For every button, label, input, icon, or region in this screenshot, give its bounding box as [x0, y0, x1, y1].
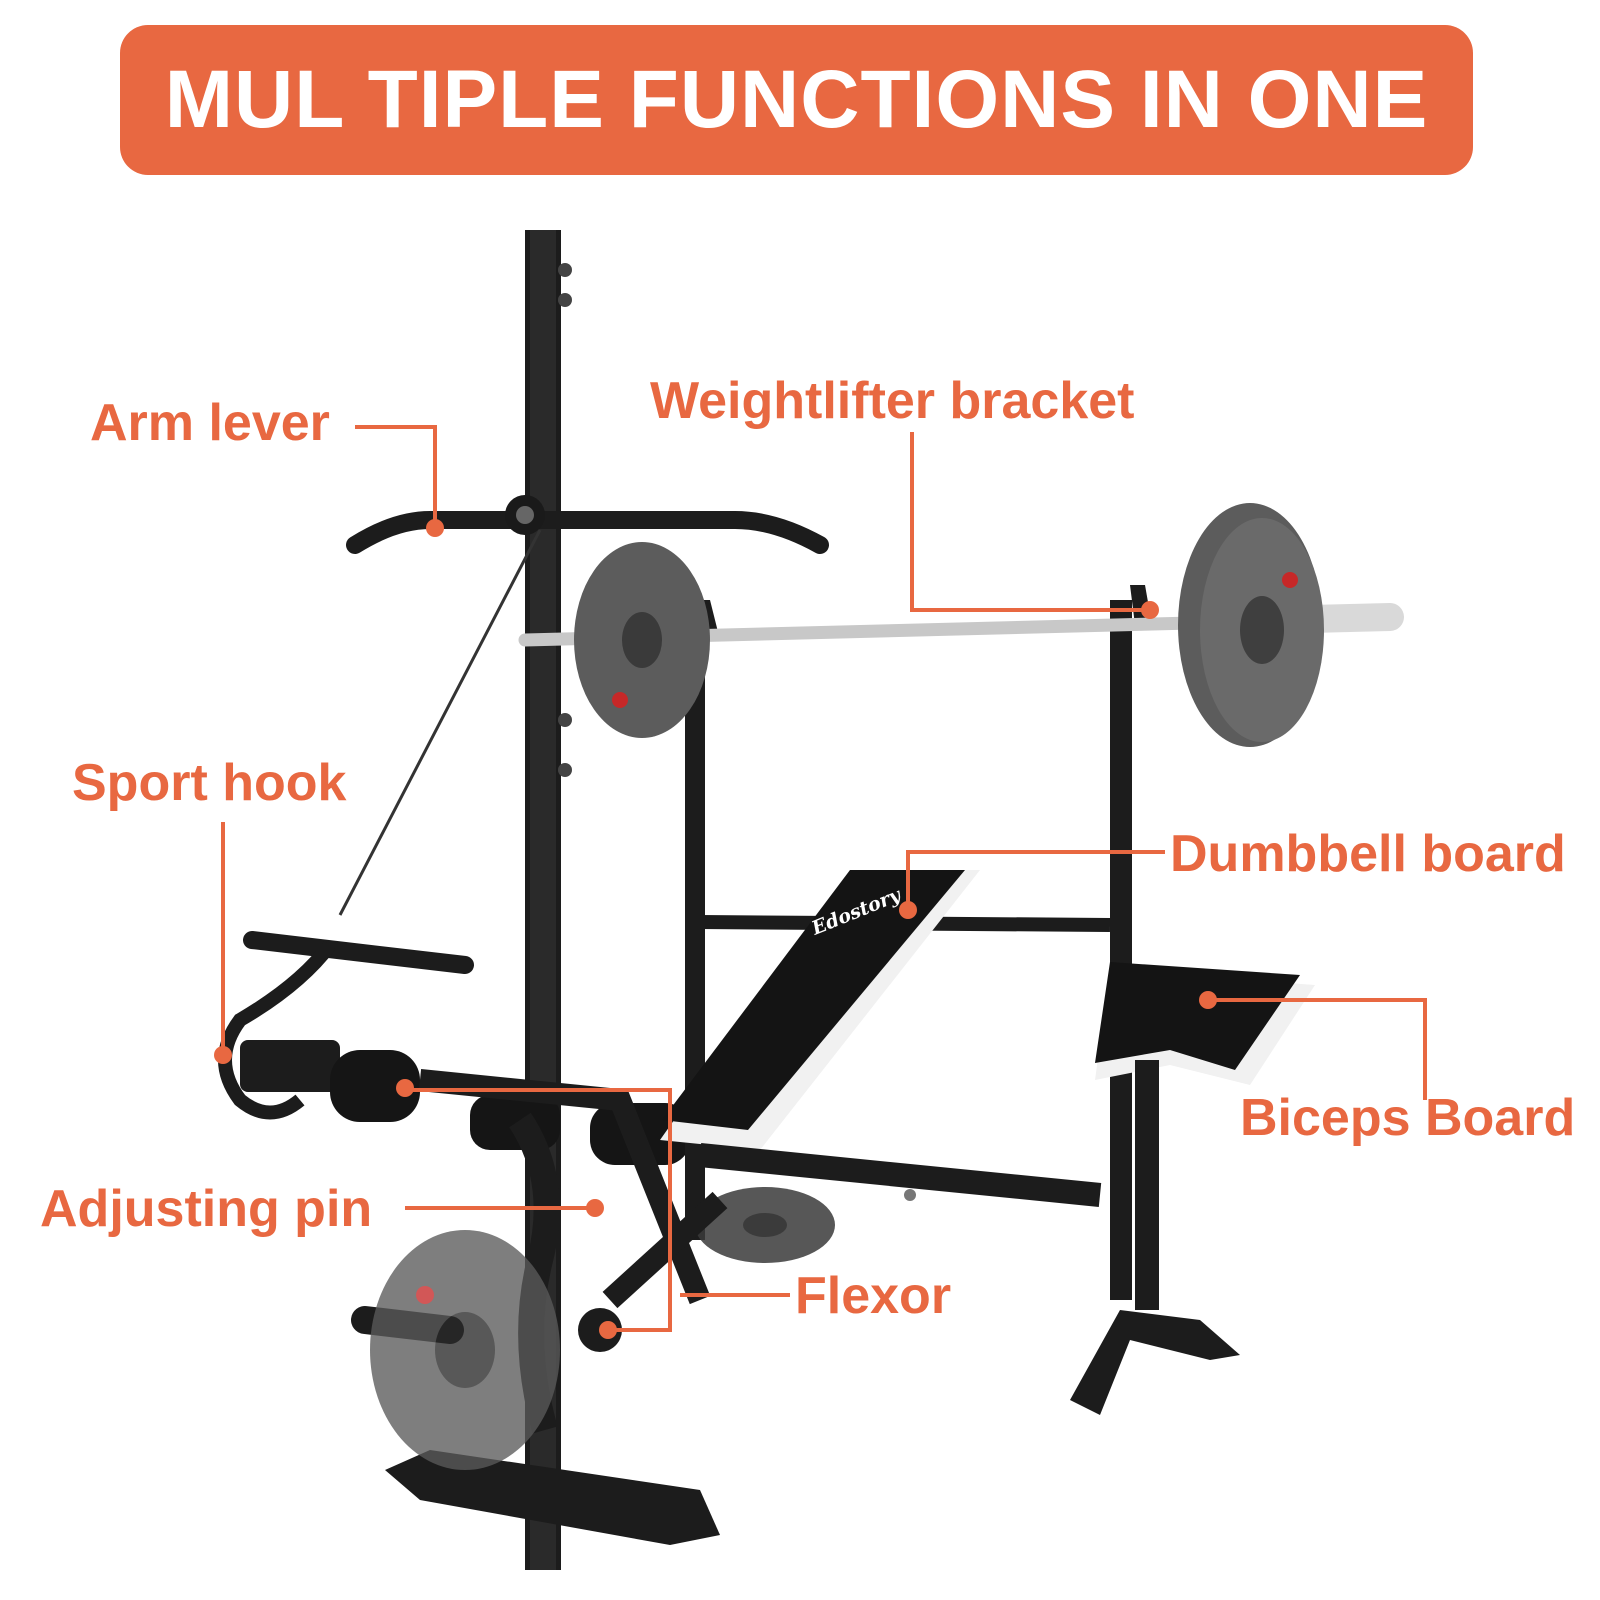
- bench-backrest: Edostory: [660, 870, 980, 1150]
- floor-weight-plate: [695, 1187, 835, 1263]
- left-barbell-plate: [574, 542, 710, 738]
- callout-arm-lever: Arm lever: [90, 394, 330, 452]
- arm-lever-bar: [346, 495, 829, 554]
- callout-weightlifter-bracket: Weightlifter bracket: [650, 372, 1135, 430]
- leader-lines: [221, 425, 1427, 1332]
- cable: [338, 529, 542, 916]
- title-banner: MUL TIPLE FUNCTIONS IN ONE: [120, 25, 1473, 175]
- right-barbell-plate: [1178, 503, 1324, 747]
- front-left-foot: [385, 1450, 720, 1545]
- callout-sport-hook: Sport hook: [72, 754, 347, 812]
- lower-weight-plate: [370, 1230, 560, 1470]
- callout-adjusting-pin: Adjusting pin: [40, 1180, 373, 1238]
- bench-frame: [602, 1143, 1102, 1309]
- callout-dumbbell-board: Dumbbell board: [1170, 825, 1566, 883]
- callout-biceps-board: Biceps Board: [1240, 1089, 1576, 1147]
- callout-dots: [214, 519, 1217, 1339]
- banner-title: MUL TIPLE FUNCTIONS IN ONE: [164, 54, 1429, 145]
- callout-flexor: Flexor: [795, 1267, 952, 1325]
